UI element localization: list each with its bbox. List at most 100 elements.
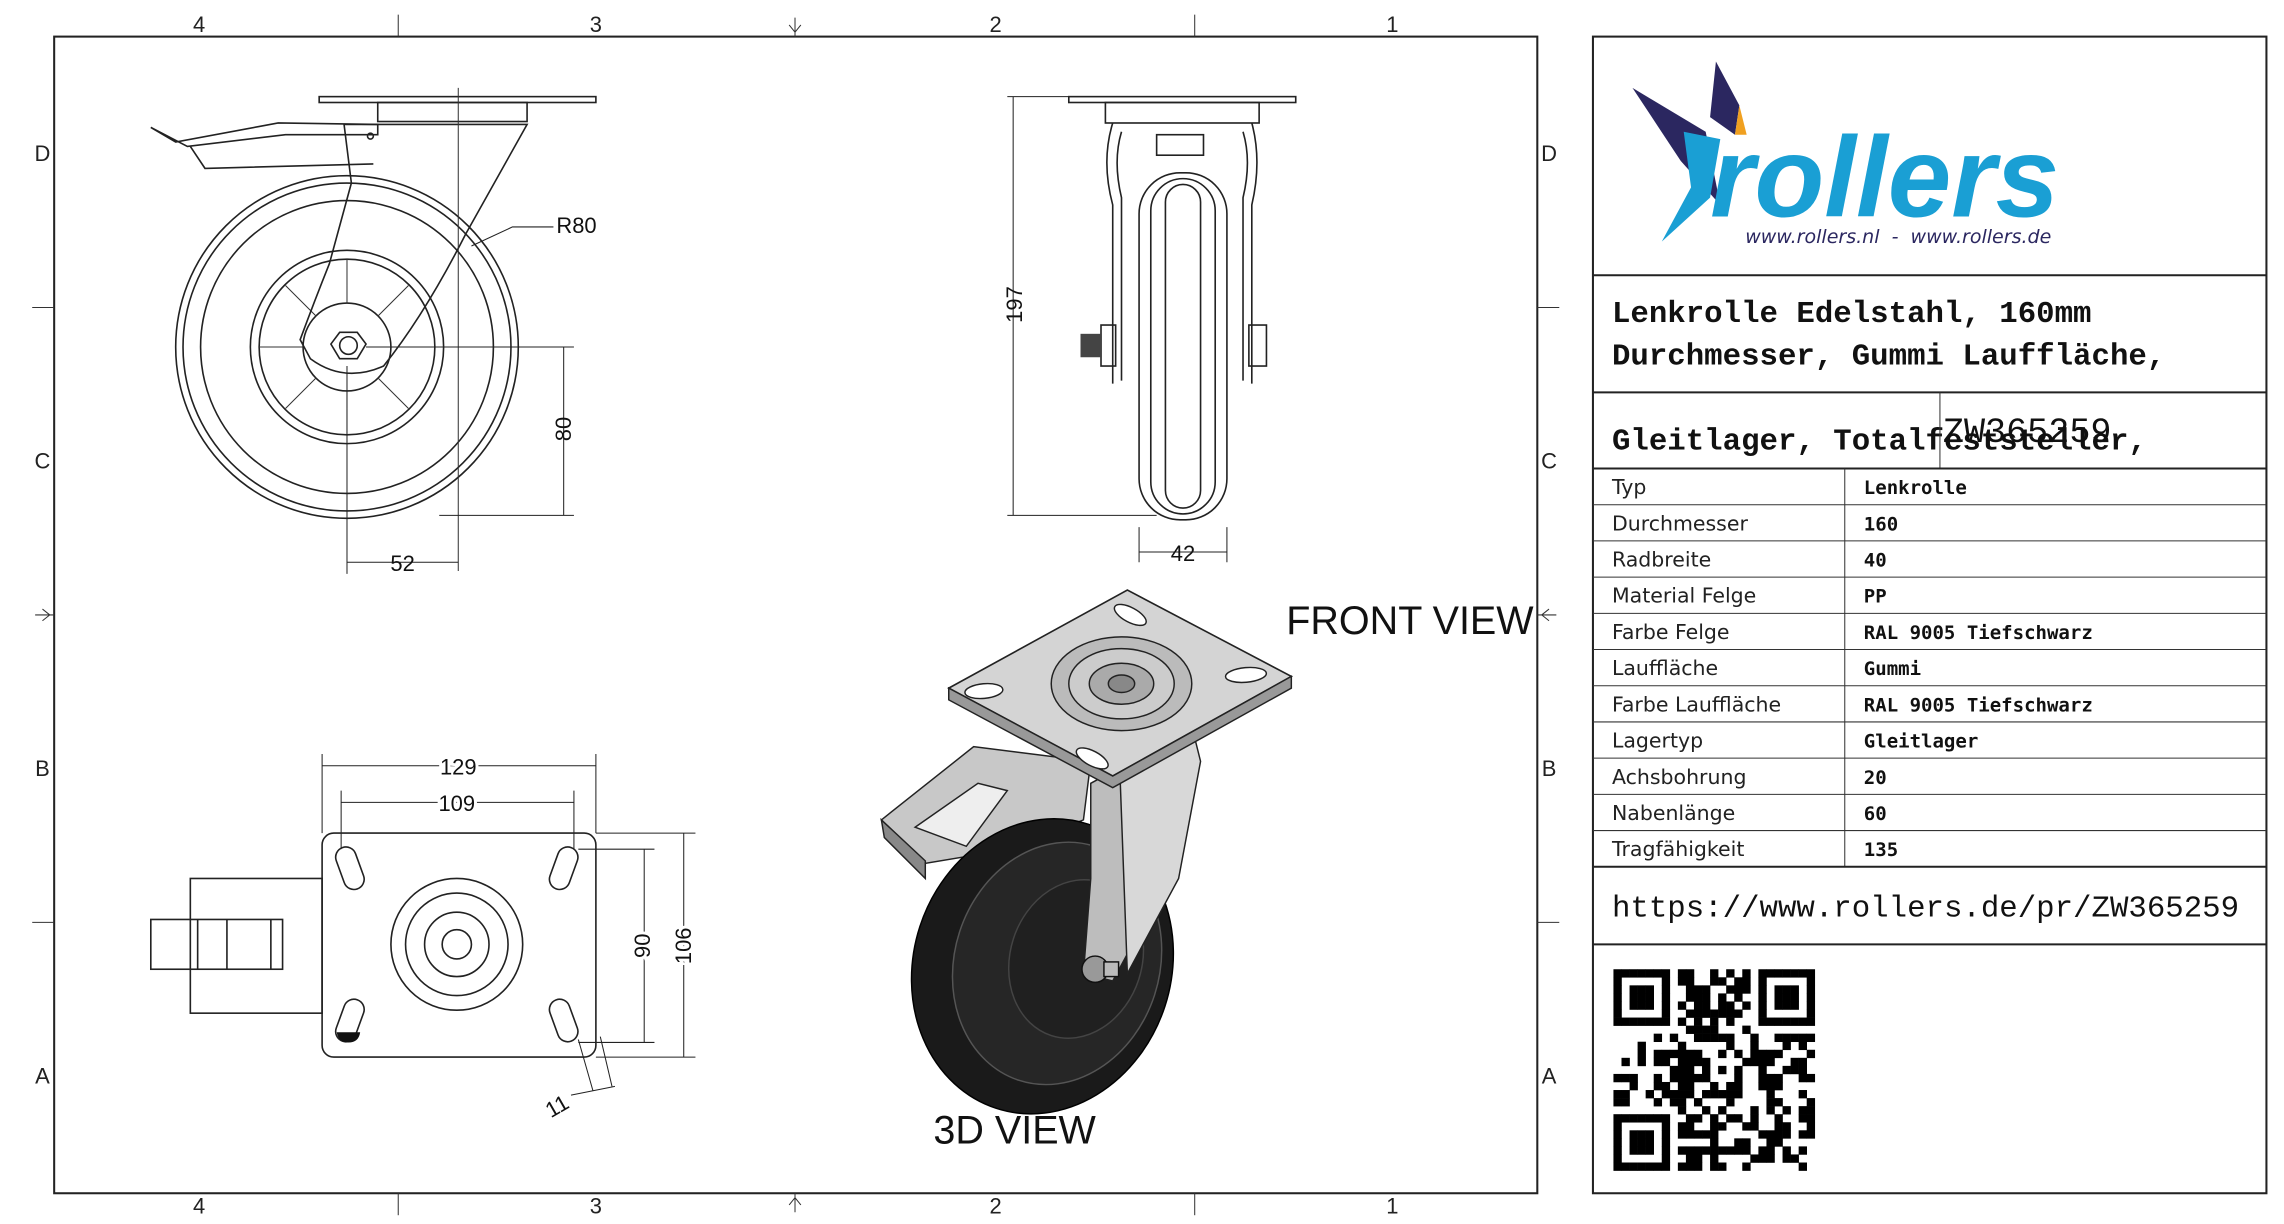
top-view-drawing: 129 109 90 106 11 — [149, 752, 699, 1123]
qr-module — [1661, 1057, 1671, 1067]
qr-module — [1742, 1122, 1751, 1131]
qr-module — [1677, 1146, 1687, 1155]
qr-module — [1790, 1033, 1799, 1043]
qr-module — [1790, 1065, 1799, 1075]
qr-module — [1726, 969, 1735, 978]
qr-module — [1677, 1098, 1687, 1107]
qr-module — [1742, 1001, 1751, 1010]
side-view: R80 80 52 — [150, 87, 597, 576]
frame-column-label: 4 — [193, 12, 205, 37]
qr-module — [1806, 1033, 1816, 1043]
qr-module — [1798, 1090, 1807, 1099]
qr-module — [1806, 1049, 1816, 1059]
qr-module — [1693, 1049, 1703, 1059]
qr-module — [1629, 1130, 1638, 1139]
qr-module — [1750, 1041, 1759, 1051]
qr-module — [1693, 1114, 1703, 1123]
qr-module — [1702, 985, 1711, 994]
qr-module — [1750, 1049, 1759, 1059]
qr-module — [1677, 1017, 1687, 1026]
qr-module — [1661, 1130, 1671, 1139]
qr-module — [1669, 1049, 1679, 1059]
qr-module — [1726, 985, 1735, 994]
qr-module — [1774, 1130, 1783, 1139]
frame-row-label: A — [1542, 1063, 1557, 1088]
qr-module — [1726, 1009, 1735, 1018]
qr-module — [1702, 1146, 1711, 1155]
qr-module — [1782, 1065, 1791, 1075]
dimension-plate-length: 129 — [440, 755, 477, 780]
qr-module — [1677, 1090, 1687, 1099]
qr-module — [1677, 1073, 1687, 1083]
qr-module — [1758, 977, 1767, 986]
qr-module — [1758, 1049, 1767, 1059]
dimension-front-width: 42 — [1171, 541, 1195, 566]
front-view-drawing: 197 42 — [1002, 95, 1297, 566]
qr-module — [1766, 1154, 1775, 1163]
qr-module — [1774, 1122, 1783, 1131]
spec-value: RAL 9005 Tiefschwarz — [1864, 694, 2093, 716]
qr-module — [1637, 1146, 1646, 1155]
qr-module — [1774, 1138, 1783, 1147]
qr-module — [1758, 1154, 1767, 1163]
qr-module — [1677, 1001, 1687, 1010]
qr-module — [1685, 1154, 1695, 1163]
qr-module — [1742, 969, 1751, 978]
qr-module — [1693, 1009, 1703, 1018]
frame-column-label: 3 — [590, 1194, 602, 1219]
spec-key: Durchmesser — [1612, 511, 1748, 535]
qr-module — [1758, 1009, 1767, 1018]
frame-row-label: C — [35, 449, 51, 474]
qr-module — [1758, 1017, 1767, 1026]
product-url[interactable]: https://www.rollers.de/pr/ZW365259 — [1612, 892, 2239, 927]
qr-module — [1718, 1122, 1727, 1131]
qr-module — [1710, 1017, 1719, 1026]
qr-module — [1734, 1049, 1743, 1059]
qr-module — [1653, 1057, 1663, 1067]
qr-module — [1742, 1057, 1751, 1067]
qr-module — [1693, 1017, 1703, 1026]
qr-module — [1669, 1073, 1679, 1083]
qr-module — [1766, 1138, 1775, 1147]
qr-module — [1726, 1146, 1735, 1155]
title-block: rollers www.rollers.nl - www.rollers.de … — [1591, 35, 2268, 1195]
qr-module — [1645, 993, 1654, 1002]
qr-module — [1798, 1057, 1807, 1067]
frame-row-label: C — [1541, 449, 1557, 474]
dimension-plate-width: 106 — [671, 927, 696, 964]
qr-module — [1718, 1009, 1727, 1018]
qr-module — [1734, 1081, 1743, 1091]
qr-module — [1669, 1090, 1679, 1099]
qr-module — [1613, 1146, 1622, 1155]
qr-module — [1613, 1130, 1622, 1139]
frame-column-label: 2 — [989, 12, 1001, 37]
qr-module — [1742, 985, 1751, 994]
qr-module — [1798, 1114, 1807, 1123]
qr-module — [1621, 1098, 1630, 1107]
spec-value: Gleitlager — [1864, 731, 1978, 753]
qr-module — [1637, 1162, 1646, 1171]
qr-module — [1645, 1017, 1654, 1026]
qr-module — [1645, 969, 1654, 978]
qr-module — [1685, 1065, 1695, 1075]
qr-module — [1734, 993, 1743, 1002]
qr-module — [1766, 1049, 1775, 1059]
spec-key: Lauffläche — [1612, 656, 1718, 680]
qr-module — [1661, 1081, 1671, 1091]
qr-module — [1790, 1017, 1799, 1026]
qr-module — [1693, 993, 1703, 1002]
qr-module — [1677, 1162, 1687, 1171]
qr-module — [1661, 1009, 1671, 1018]
spec-key: Material Felge — [1612, 584, 1756, 608]
qr-module — [1645, 1001, 1654, 1010]
qr-module — [1702, 1033, 1711, 1043]
qr-module — [1677, 1106, 1687, 1115]
qr-module — [1782, 969, 1791, 978]
qr-module — [1645, 985, 1654, 994]
qr-module — [1782, 1146, 1791, 1155]
qr-module — [1758, 1073, 1767, 1083]
qr-module — [1742, 1025, 1751, 1034]
